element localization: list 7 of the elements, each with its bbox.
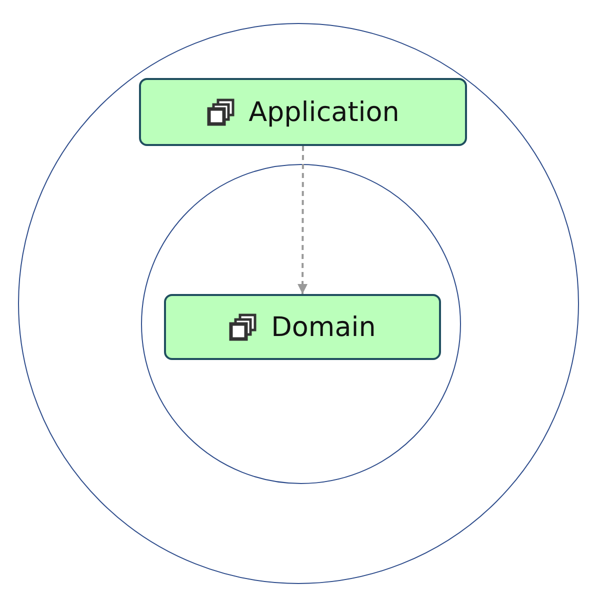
boundary-circle xyxy=(18,23,579,584)
node-label: Application xyxy=(248,96,400,128)
process-box xyxy=(164,294,441,360)
node-label: Domain xyxy=(271,312,376,342)
process-box xyxy=(139,78,467,146)
dashed-arrow xyxy=(298,146,308,294)
boundary-circle xyxy=(141,164,461,484)
